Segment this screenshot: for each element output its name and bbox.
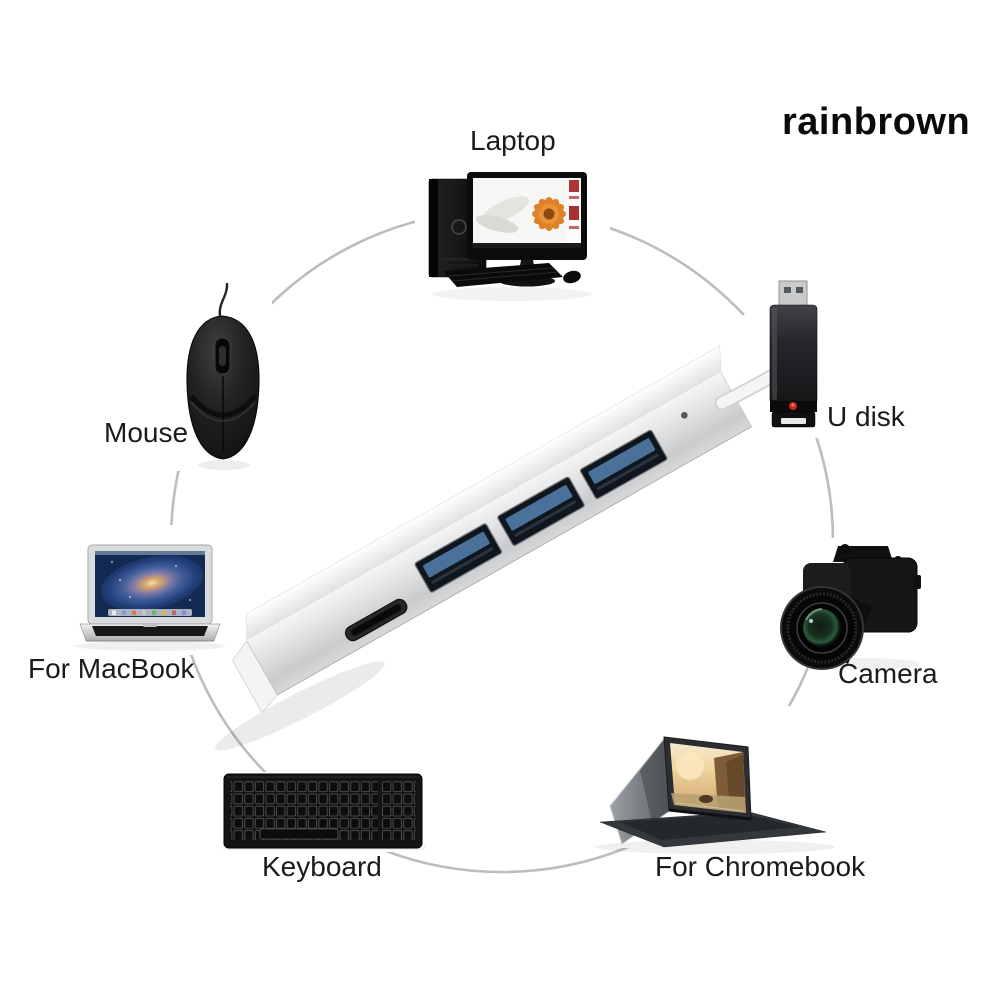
laptop-label: Laptop	[470, 125, 556, 156]
keyboard-image	[222, 773, 426, 850]
macbook-image	[75, 544, 225, 651]
mouse-image	[186, 282, 260, 470]
u-disk-label: U disk	[827, 401, 905, 432]
camera-image	[780, 544, 921, 670]
usb-hub-image	[232, 345, 753, 714]
usb-port-2	[497, 476, 585, 546]
macbook-label: For MacBook	[28, 653, 195, 684]
usb-port-1	[414, 523, 503, 593]
mouse-label: Mouse	[104, 417, 189, 448]
hub-shadow	[215, 661, 385, 751]
hub-led-hole	[681, 412, 688, 419]
usb-port-3	[579, 429, 668, 500]
chromebook-image	[595, 736, 835, 854]
desktop-computer-image	[428, 172, 592, 301]
chromebook-label: For Chromebook	[655, 851, 866, 882]
brand-watermark: rainbrown	[782, 101, 971, 143]
usb-flash-drive-image	[769, 280, 818, 428]
camera-label: Camera	[838, 658, 938, 689]
keyboard-label: Keyboard	[262, 851, 382, 882]
